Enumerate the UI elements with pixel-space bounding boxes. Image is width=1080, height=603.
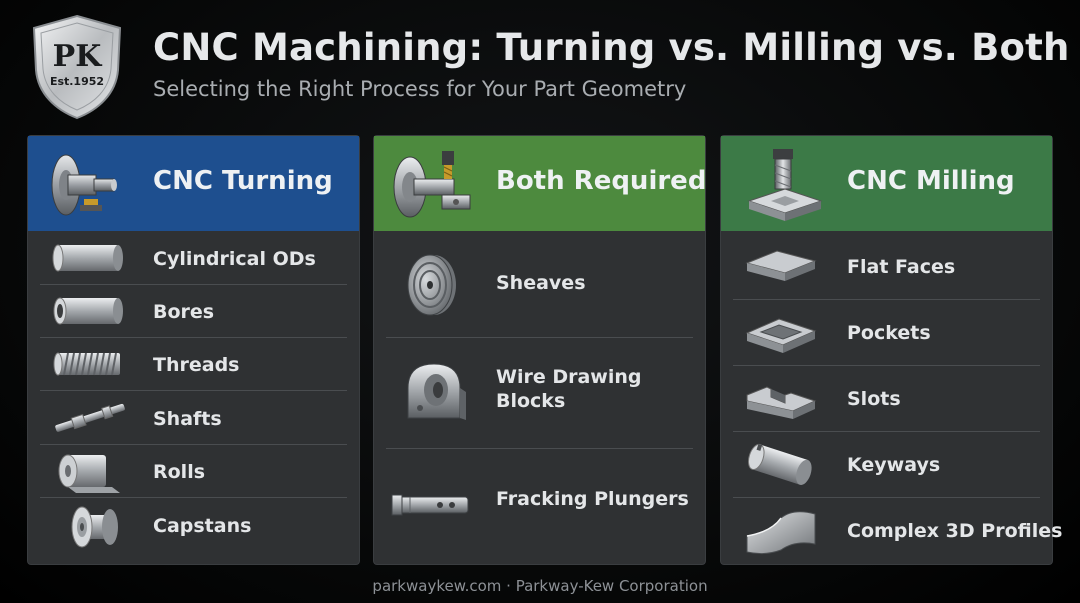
- page-title: CNC Machining: Turning vs. Milling vs. B…: [153, 26, 1070, 69]
- list-item: Sheaves: [386, 231, 693, 338]
- item-label: Bores: [153, 301, 215, 323]
- milling-column: CNC Milling Flat Faces Pockets: [721, 136, 1062, 564]
- list-item: Slots: [733, 366, 1040, 432]
- wire-drawing-block-icon: [407, 363, 466, 420]
- item-label: Rolls: [153, 461, 206, 483]
- slot-icon: [746, 386, 817, 419]
- turning-header: CNC Turning: [28, 136, 359, 231]
- end-mill-icon: [747, 149, 823, 221]
- logo-initials: PK: [53, 39, 103, 74]
- list-item: Shafts: [40, 391, 347, 445]
- list-item: Capstans: [40, 498, 347, 564]
- item-label: Fracking Plungers: [496, 488, 689, 510]
- list-item: Wire Drawing Blocks: [386, 338, 693, 449]
- item-label: Sheaves: [496, 272, 586, 294]
- page-subtitle: Selecting the Right Process for Your Par…: [153, 77, 687, 101]
- capstan-icon: [71, 506, 118, 548]
- list-item: Rolls: [40, 445, 347, 498]
- contour-profile-icon: [746, 511, 816, 555]
- roll-icon: [58, 454, 120, 493]
- milling-title: CNC Milling: [847, 166, 1015, 196]
- list-item: Threads: [40, 338, 347, 391]
- list-item: Pockets: [733, 300, 1040, 366]
- both-title: Both Required: [496, 166, 707, 196]
- milling-header: CNC Milling: [721, 136, 1052, 231]
- footer-credit: parkwaykew.com · Parkway-Kew Corporation: [372, 577, 708, 595]
- cylinder-icon: [52, 244, 123, 272]
- list-item: Fracking Plungers: [386, 449, 693, 564]
- item-label: Threads: [153, 354, 240, 376]
- bore-tube-icon: [53, 297, 123, 325]
- keyway-icon: [747, 443, 812, 485]
- item-label: Wire Drawing: [496, 366, 642, 388]
- lathe-chuck-icon: [51, 154, 117, 216]
- item-label: Pockets: [847, 322, 931, 344]
- pocket-icon: [745, 318, 817, 353]
- item-label: Keyways: [847, 454, 941, 476]
- logo-tagline: Est.1952: [50, 75, 104, 88]
- mill-turn-icon: [393, 151, 471, 218]
- item-label: Slots: [847, 388, 901, 410]
- item-label: Shafts: [153, 408, 222, 430]
- list-item: Complex 3D Profiles: [733, 498, 1062, 564]
- item-label: Complex 3D Profiles: [847, 520, 1063, 542]
- both-header: Both Required: [374, 136, 707, 231]
- flat-block-icon: [745, 250, 817, 281]
- list-item: Flat Faces: [733, 231, 1040, 300]
- pk-shield-logo: PK Est.1952: [32, 14, 122, 120]
- turning-column: CNC Turning Cylindrical ODs B: [28, 136, 359, 564]
- item-label: Capstans: [153, 515, 252, 537]
- both-column: Both Required Sheaves: [374, 136, 707, 564]
- sheave-icon: [407, 254, 456, 316]
- list-item: Keyways: [733, 432, 1040, 498]
- plunger-icon: [391, 494, 469, 516]
- turning-title: CNC Turning: [153, 166, 333, 196]
- list-item: Bores: [40, 285, 347, 338]
- item-label: Cylindrical ODs: [153, 248, 316, 270]
- threaded-rod-icon: [53, 352, 120, 376]
- item-label: Flat Faces: [847, 256, 956, 278]
- item-label-line2: Blocks: [496, 390, 566, 412]
- list-item: Cylindrical ODs: [40, 231, 347, 285]
- shaft-icon: [55, 403, 125, 432]
